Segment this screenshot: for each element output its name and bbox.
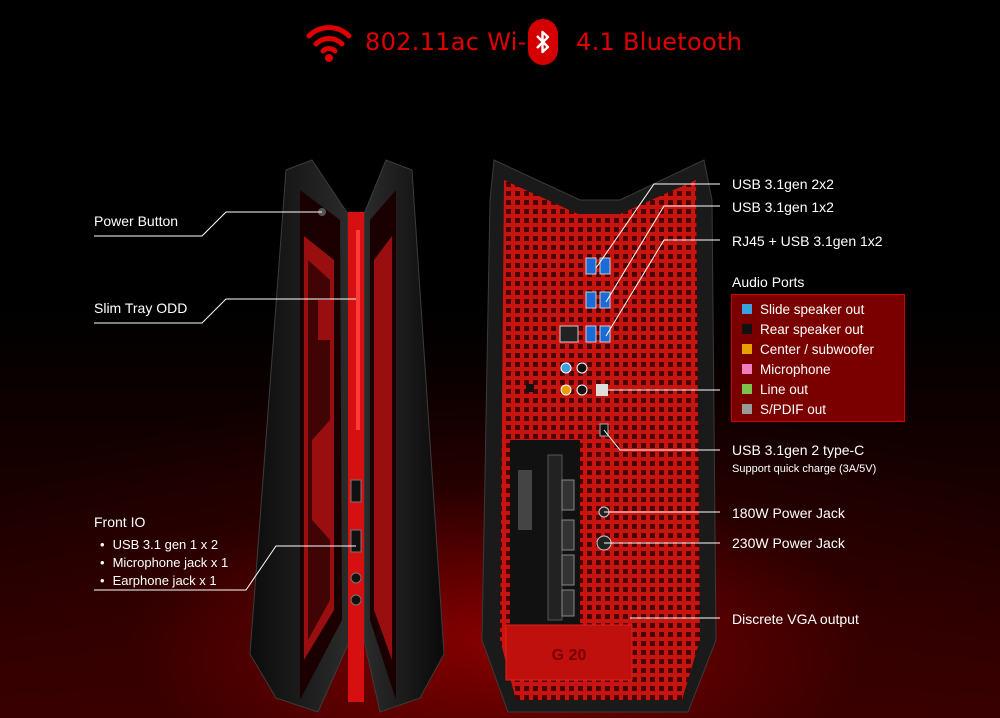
label-230w-jack: 230W Power Jack	[732, 535, 845, 551]
front-earphone-jack	[350, 594, 362, 606]
rear-badge-text: G 20	[552, 647, 587, 664]
label-audio-ports: Audio Ports	[732, 274, 805, 290]
bluetooth-icon	[528, 19, 558, 65]
legend-label: Center / subwoofer	[760, 341, 875, 357]
wifi-text: 802.11ac Wi-Fi	[365, 28, 546, 56]
color-swatch	[742, 304, 752, 314]
legend-row: Microphone	[742, 359, 904, 379]
legend-row: Slide speaker out	[742, 299, 904, 319]
legend-label: Microphone	[760, 361, 831, 377]
dvi-port	[518, 470, 532, 530]
label-type-c: USB 3.1gen 2 type-C	[732, 442, 865, 458]
legend-row: Center / subwoofer	[742, 339, 904, 359]
front-unit	[249, 159, 445, 713]
rear-badge-plate	[505, 624, 633, 681]
color-swatch	[742, 364, 752, 374]
wifi-icon	[306, 25, 352, 62]
color-swatch	[742, 384, 752, 394]
bluetooth-feature: 4.1 Bluetooth	[528, 18, 742, 66]
front-io-list: USB 3.1 gen 1 x 2 Microphone jack x 1 Ea…	[96, 535, 229, 589]
legend-row: Rear speaker out	[742, 319, 904, 339]
color-swatch	[742, 324, 752, 334]
label-usb-2x2: USB 3.1gen 2x2	[732, 176, 834, 192]
legend-label: S/PDIF out	[760, 401, 827, 417]
label-usb-1x2: USB 3.1gen 1x2	[732, 199, 834, 215]
list-item: Earphone jack x 1	[96, 571, 228, 589]
front-mic-jack	[350, 572, 362, 584]
list-item: Microphone jack x 1	[96, 553, 229, 571]
label-rj45-usb: RJ45 + USB 3.1gen 1x2	[732, 233, 883, 249]
legend-row: S/PDIF out	[742, 399, 904, 419]
legend-row: Line out	[742, 379, 904, 399]
color-swatch	[742, 404, 752, 414]
callout-lines	[94, 183, 720, 619]
label-front-io: Front IO	[94, 514, 146, 530]
list-item: USB 3.1 gen 1 x 2	[96, 535, 228, 553]
label-180w-jack: 180W Power Jack	[732, 505, 845, 521]
slim-tray-odd	[356, 230, 360, 430]
front-usb-1	[350, 479, 362, 503]
legend-label: Line out	[760, 381, 809, 397]
legend-label: Slide speaker out	[760, 301, 865, 317]
front-usb-2	[350, 529, 362, 553]
bluetooth-text: 4.1 Bluetooth	[576, 28, 743, 56]
legend-label: Rear speaker out	[760, 321, 864, 337]
color-swatch	[742, 344, 752, 354]
rear-unit: G 20	[481, 159, 717, 713]
wifi-feature: 802.11ac Wi-Fi	[305, 18, 546, 66]
audio-ports-legend: Slide speaker out Rear speaker out Cente…	[731, 294, 905, 422]
label-power-button: Power Button	[94, 213, 179, 229]
label-slim-tray-odd: Slim Tray ODD	[94, 300, 188, 316]
label-quick-charge: Support quick charge (3A/5V)	[732, 463, 877, 475]
label-vga-output: Discrete VGA output	[732, 611, 859, 627]
